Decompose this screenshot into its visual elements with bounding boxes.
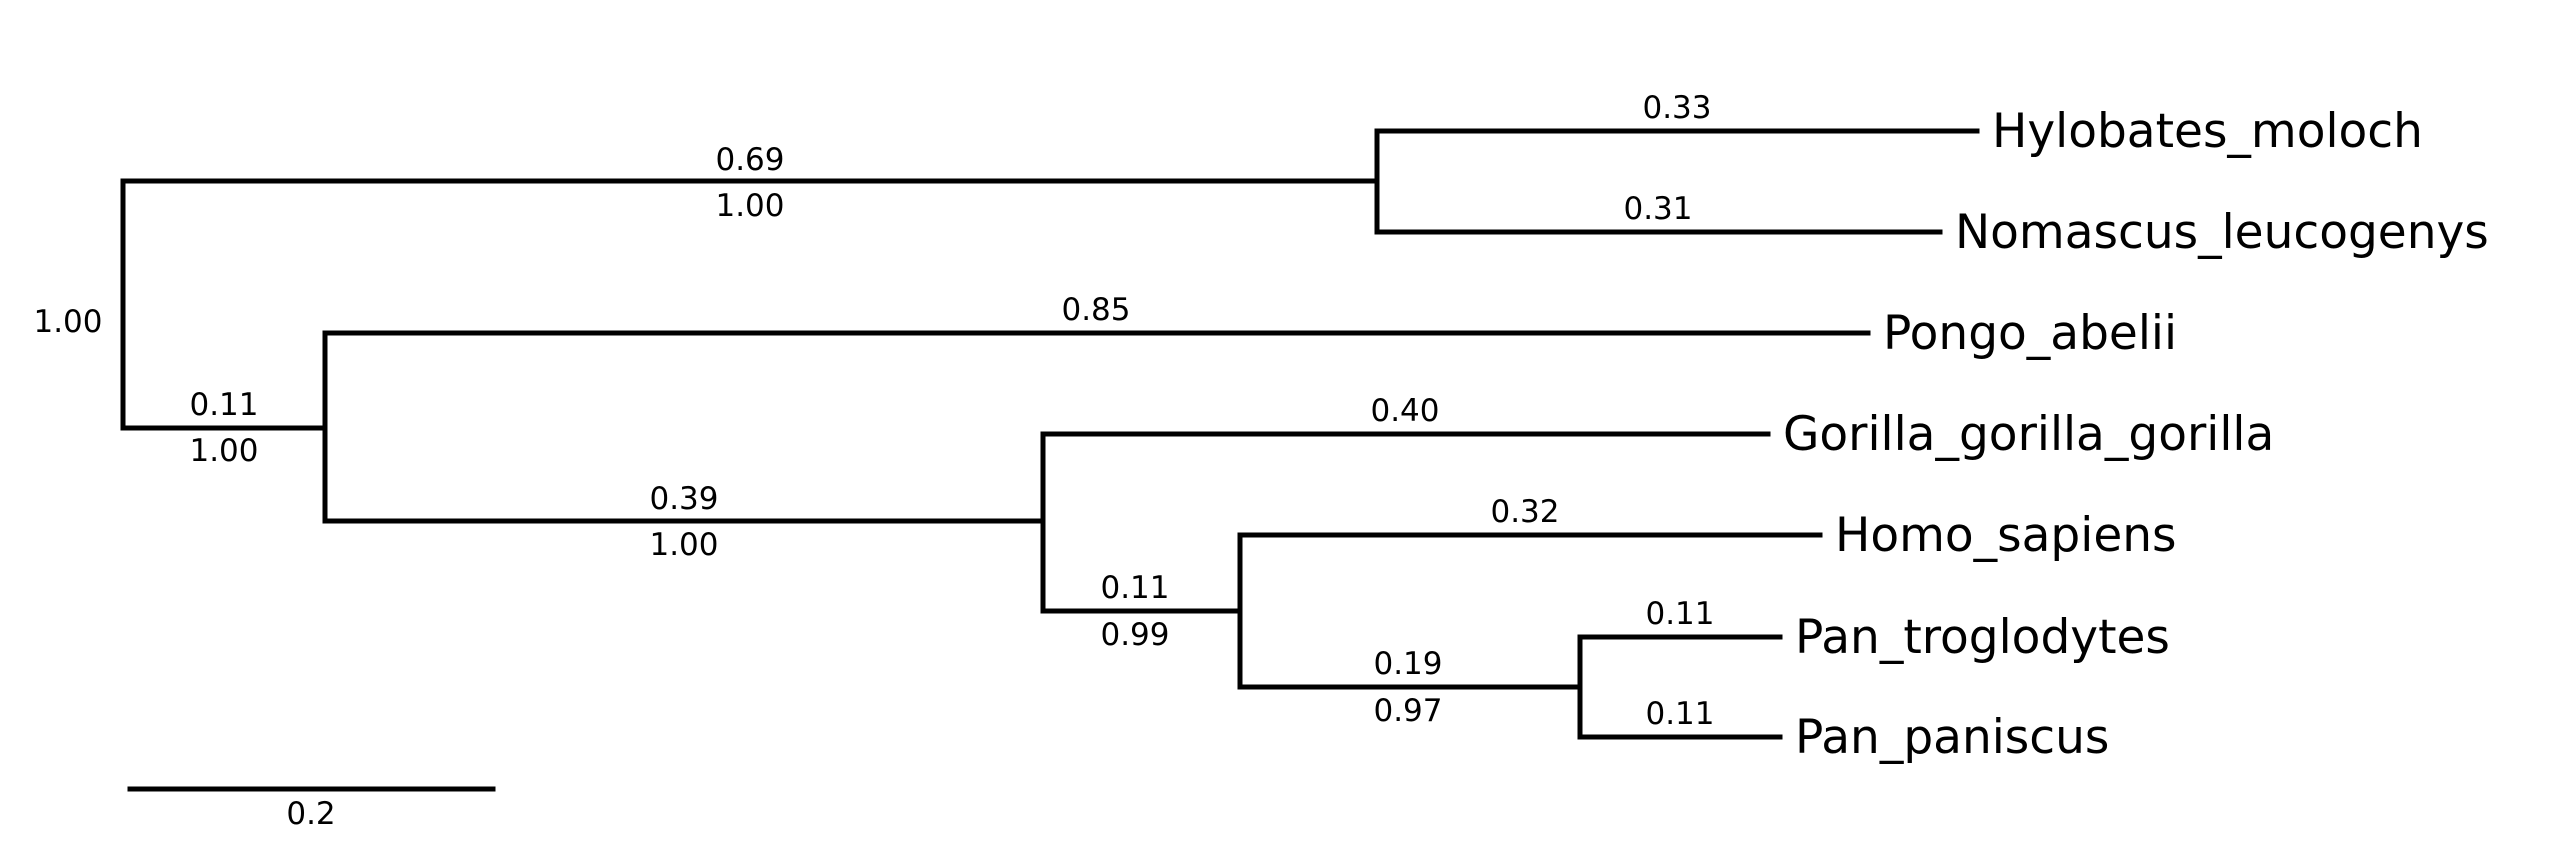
- support-label-gibbons: 1.00: [715, 188, 784, 224]
- support-label-root: 1.00: [33, 304, 102, 340]
- branch-length-label-nomascus: 0.31: [1623, 191, 1692, 227]
- support-label-homo-pan: 0.99: [1100, 617, 1169, 653]
- support-label-great-apes: 1.00: [189, 433, 258, 469]
- taxon-label-pan-paniscus: Pan_paniscus: [1795, 710, 2109, 765]
- branch-length-label-gibbons: 0.69: [715, 142, 784, 178]
- taxon-label-pan-troglodytes: Pan_troglodytes: [1795, 610, 2170, 665]
- taxon-label-homo-sapiens: Homo_sapiens: [1835, 508, 2177, 563]
- tree-branches: [120, 128, 1980, 792]
- branch-length-labels: 0.69 0.33 0.31 0.11 0.85 0.39 0.40 0.11 …: [189, 90, 1714, 732]
- branch-length-label-gorilla: 0.40: [1370, 393, 1439, 429]
- branch-length-label-hylobates: 0.33: [1642, 90, 1711, 126]
- taxon-label-hylobates-moloch: Hylobates_moloch: [1992, 104, 2423, 159]
- branch-length-label-pan-clade: 0.19: [1373, 646, 1442, 682]
- support-label-african-apes: 1.00: [649, 527, 718, 563]
- taxon-label-gorilla-gorilla-gorilla: Gorilla_gorilla_gorilla: [1783, 407, 2274, 462]
- scale-bar: 0.2: [286, 796, 335, 832]
- branch-length-label-homo-pan: 0.11: [1100, 570, 1169, 606]
- branch-length-label-pongo: 0.85: [1061, 292, 1130, 328]
- scale-bar-label: 0.2: [286, 796, 335, 832]
- branch-length-label-paniscus: 0.11: [1645, 696, 1714, 732]
- branch-length-label-troglodytes: 0.11: [1645, 596, 1714, 632]
- taxon-label-pongo-abelii: Pongo_abelii: [1883, 306, 2177, 361]
- branch-length-label-great-apes: 0.11: [189, 387, 258, 423]
- branch-length-label-homo: 0.32: [1490, 494, 1559, 530]
- taxon-labels: Hylobates_moloch Nomascus_leucogenys Pon…: [1783, 104, 2489, 765]
- taxon-label-nomascus-leucogenys: Nomascus_leucogenys: [1955, 205, 2489, 260]
- support-value-labels: 1.00 1.00 1.00 1.00 0.99 0.97: [33, 188, 1442, 729]
- branch-length-label-african-apes: 0.39: [649, 481, 718, 517]
- support-label-pan-clade: 0.97: [1373, 693, 1442, 729]
